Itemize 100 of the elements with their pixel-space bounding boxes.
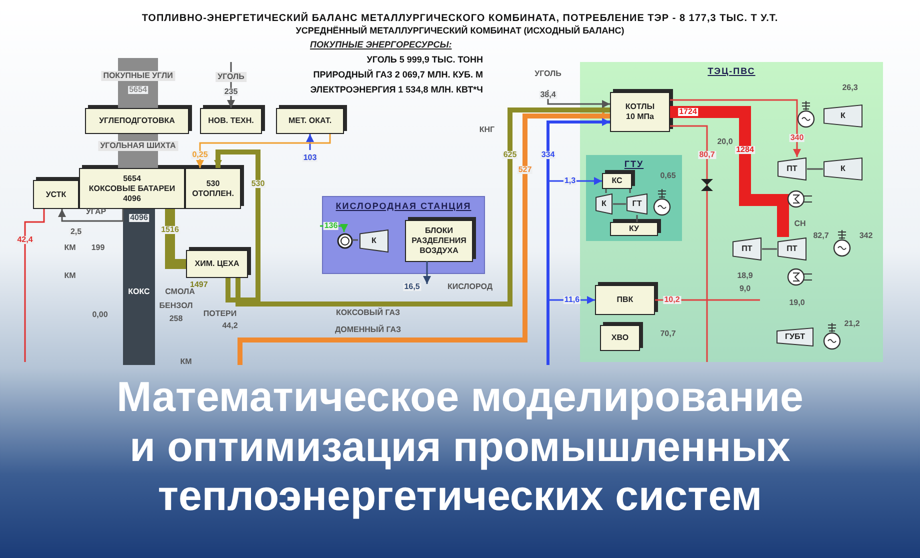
value-label: 19,0 [789,299,805,307]
edge-label: 530 [250,180,266,188]
edge-label: 334 [540,151,556,159]
unit-name: КУ [628,224,640,234]
machine-symbol [777,157,807,181]
stream-label: КМ [64,244,76,252]
process-box [600,325,640,351]
value-label: 70,7 [660,330,676,338]
unit-name: ПТ [742,244,752,254]
edge-label: 0,25 [191,151,209,159]
value-label: 342 [859,232,873,240]
stream-label: УГОЛЬНАЯ ШИХТА [98,141,178,151]
unit-name: ПТ [786,164,798,174]
stream-label: ДОМЕННЫЙ ГАЗ [334,326,402,334]
edge-label: 80,7 [698,151,716,159]
edge-label: 1516 [160,226,180,234]
unit-name: К [372,236,376,246]
unit-name: БЛОКИ РАЗДЕЛЕНИЯ ВОЗДУХА [411,226,467,256]
flow-line [613,203,626,205]
value-label: 199 [91,244,105,252]
panel-title: КИСЛОРОДНАЯ СТАНЦИЯ [336,200,472,213]
unit-name: КОКСОВЫЕ БАТАРЕИ [88,184,176,194]
value-label: 9,0 [739,285,751,293]
resource-line: УГОЛЬ 5 999,9 ТЫС. ТОНН [366,56,483,64]
unit-name: ПТ [786,244,798,254]
unit-name: ПВК [616,295,634,305]
flow-line [655,299,760,301]
process-box [405,220,473,262]
unit-name: К [840,164,846,174]
process-box [595,285,655,315]
flow-band [238,112,610,365]
edge-label: 5654 [128,86,148,94]
unit-name: ОТОПЛЕН. [192,188,234,198]
unit-name: МЕТ. ОКАТ. [288,116,332,126]
section-heading: ПОКУПНЫЕ ЭНЕРГОРЕСУРСЫ: [310,40,452,50]
station-panel [586,155,682,241]
flow-line [58,209,124,222]
flow-band [123,209,155,365]
stream-label: КОКСОВЫЙ ГАЗ [336,309,400,317]
stream-label: КИСЛОРОД [447,283,493,291]
stream-label: КНГ [479,126,495,134]
flow-band [165,209,186,269]
value-label: 21,2 [844,320,860,328]
unit-name: 530 [206,178,220,188]
machine-symbol [823,157,863,181]
unit-name: КС [612,176,622,186]
edge-label: 340 [789,134,805,142]
flow-line [670,125,708,362]
edge-label: 103 [302,154,318,162]
edge-label: 10,2 [663,296,681,304]
value-label: 1497 [190,279,208,289]
value-label: 258 [169,315,183,323]
unit-name: УГЛЕПОДГОТОВКА [99,116,175,126]
value-label: 0,00 [92,311,108,319]
stream-label: УГАР [86,208,106,216]
flow-line [196,134,331,168]
value-label: 1724 [678,108,698,116]
edge-label: 625 [502,151,518,159]
flow-line [547,90,610,108]
unit-name: УСТК [46,190,66,200]
caption: Математическое моделирование и оптимизация промышленных теплоэнергетических систем [116,372,804,521]
process-box [33,180,79,209]
machine-symbol [732,237,762,261]
motor-symbol [337,233,353,249]
flow-band [236,106,610,306]
stream-label: УГОЛЬ [534,70,562,78]
stream-label: КМ [180,358,192,366]
edge-label: 1284 [735,146,755,154]
unit-name: К [602,199,606,209]
stream-label: БЕНЗОЛ [159,302,193,310]
flow-band [214,150,260,302]
value-label: 44,2 [222,322,238,330]
edge-label: 42,4 [16,236,34,244]
unit-name: ХВО [611,333,629,343]
unit-name: К [840,111,846,121]
unit-name: ГУБТ [785,332,805,342]
unit-name: ХИМ. ЦЕХА [194,259,240,269]
process-box [185,168,241,209]
value-label: 20,0 [717,138,733,146]
value-label: 26,3 [842,84,858,92]
edge-label: 11,6 [563,296,581,304]
machine-symbol [595,193,613,215]
process-box [79,168,185,209]
stream-label: ПОТЕРИ [203,310,237,318]
flow-line [306,134,314,150]
machine-symbol [776,327,814,347]
machine-symbol [777,237,807,261]
station-panel [322,196,485,274]
title: ТОПЛИВНО-ЭНЕРГЕТИЧЕСКИЙ БАЛАНС МЕТАЛЛУРГИЧЕСКОГО КОМБИНАТА, ПОТРЕБЛЕНИЕ ТЭР - 8 177,3 ТЫС. Т У.Т. [142,11,778,25]
panel-title: ГТУ [624,158,644,171]
unit-name: 5654 [123,174,141,184]
flow-line [807,168,823,170]
flow-line [548,177,602,185]
subtitle: УСРЕДНЁННЫЙ МЕТАЛЛУРГИЧЕСКИЙ КОМБИНАТ (ИСХОДНЫЙ БАЛАНС) [296,26,624,36]
process-box [610,222,658,236]
process-box [602,173,632,189]
edge-label: 38,4 [539,91,557,99]
unit-name: ГТ [632,199,642,209]
edge-label: 527 [517,166,533,174]
flow-line [605,189,607,193]
